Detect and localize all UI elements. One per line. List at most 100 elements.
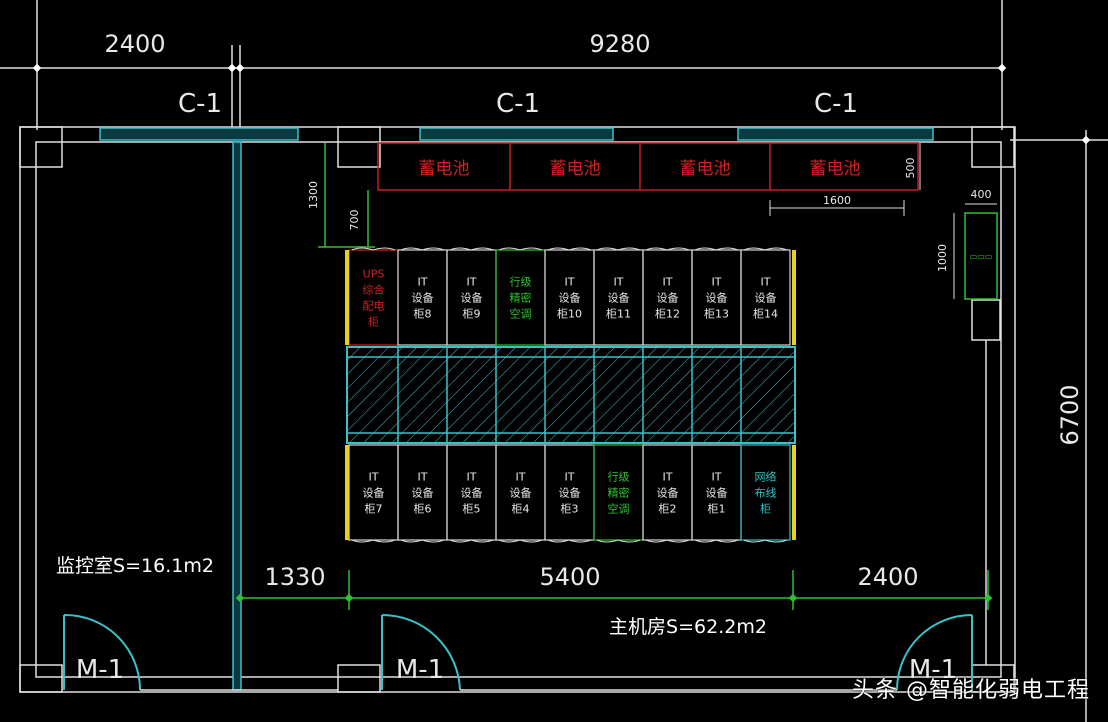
bottom-cabinet-row: IT设备柜7IT设备柜6IT设备柜5IT设备柜4IT设备柜3行级精密空调IT设备…	[348, 444, 791, 543]
dim-battery-depth: 500	[904, 158, 917, 179]
cabinet-label-line: 柜11	[606, 308, 631, 321]
door-label-3: M-1	[909, 655, 957, 685]
cabinet-label-line: 设备	[412, 291, 434, 305]
cabinet-label-line: 柜9	[463, 308, 481, 321]
cold-aisle-dividers	[397, 347, 742, 443]
cabinet-label-line: 设备	[657, 486, 679, 500]
cabinet-label-line: 柜6	[414, 503, 432, 516]
cabinet-label-line: 设备	[412, 486, 434, 500]
bottom-dim-ticks	[235, 593, 993, 603]
doors	[63, 613, 973, 691]
walls	[19, 126, 1016, 693]
dim-rack-offset: 1300	[307, 181, 320, 209]
cabinet-label-line: 柜1	[708, 503, 726, 516]
cabinet-label-line: 精密	[608, 486, 630, 500]
cabinet-label-line: IT	[663, 276, 673, 289]
cabinet-label-line: 精密	[510, 291, 532, 305]
top-cabinet-row: UPS综合配电柜IT设备柜8IT设备柜9行级精密空调IT设备柜10IT设备柜11…	[348, 247, 791, 346]
dim-top-right: 9280	[589, 30, 650, 58]
windows	[99, 127, 934, 141]
dim-battery-width: 1600	[823, 194, 851, 207]
cabinet-label-line: IT	[663, 471, 673, 484]
cabinet-label-line: 设备	[363, 486, 385, 500]
battery-bank	[377, 142, 919, 191]
cabinet-label-line: 设备	[461, 486, 483, 500]
cabinet-label-line: IT	[516, 471, 526, 484]
battery-label-3: 蓄电池	[680, 159, 731, 179]
cabinet-label-line: 布线	[755, 486, 777, 500]
cabinet-label-line: 行级	[608, 471, 630, 484]
cabinet-label-line: 设备	[559, 291, 581, 305]
window-label-1: C-1	[178, 89, 222, 119]
cabinet-label-line: 柜	[368, 316, 379, 329]
cabinet-label-line: IT	[712, 471, 722, 484]
cabinet-label-line: IT	[614, 276, 624, 289]
cabinet-label-line: 柜2	[659, 503, 677, 516]
monitor-room-label: 监控室S=16.1m2	[56, 555, 214, 577]
dim-bottom-1: 1330	[264, 563, 325, 591]
side-cabinet-label: ▭▭▭	[970, 252, 993, 261]
partition-wall	[232, 141, 242, 691]
end-caps	[345, 250, 796, 540]
cabinet-label-line: 行级	[510, 276, 532, 289]
cabinet-label-line: 设备	[559, 486, 581, 500]
dim-bottom-2: 5400	[539, 563, 600, 591]
window-label-2: C-1	[496, 89, 540, 119]
cabinet-label-line: 柜13	[704, 308, 729, 321]
cabinet-label-line: 设备	[461, 291, 483, 305]
cabinet-label-line: 柜7	[365, 503, 383, 516]
cabinet-label-line: 空调	[608, 502, 630, 516]
cabinet-label-line: 柜5	[463, 503, 481, 516]
cabinet-label-line: UPS	[363, 268, 385, 281]
cabinet-label-line: 设备	[510, 486, 532, 500]
battery-label-1: 蓄电池	[419, 159, 470, 179]
cabinet-label-line: 设备	[657, 291, 679, 305]
cabinet-label-line: IT	[369, 471, 379, 484]
watermark: 头条 @智能化弱电工程	[852, 678, 1090, 703]
cabinet-label-line: 柜8	[414, 308, 432, 321]
cabinet-label-line: 设备	[706, 291, 728, 305]
battery-dims	[769, 143, 921, 216]
main-room-label: 主机房S=62.2m2	[609, 616, 767, 638]
cabinet-label-line: 网络	[755, 470, 777, 484]
battery-label-2: 蓄电池	[550, 159, 601, 179]
dim-top-left: 2400	[104, 30, 165, 58]
cabinet-label-line: IT	[565, 276, 575, 289]
dim-right-height: 6700	[1056, 384, 1084, 445]
cabinet-label-line: IT	[712, 276, 722, 289]
cabinet-label-line: IT	[418, 471, 428, 484]
cabinet-label-line: 设备	[755, 291, 777, 305]
cabinet-label-line: 配电	[363, 300, 385, 313]
cabinet-label-line: IT	[418, 276, 428, 289]
window-label-3: C-1	[814, 89, 858, 119]
cabinet-label-line: 柜14	[753, 308, 778, 321]
rack-offset-dims	[318, 143, 375, 248]
dim-cab-height: 1000	[936, 244, 949, 272]
cabinet-label-line: IT	[761, 276, 771, 289]
side-cabinet	[964, 212, 998, 300]
cabinet-label-line: IT	[467, 471, 477, 484]
bottom-dimension-line	[240, 570, 990, 610]
cabinet-label-line: 综合	[363, 283, 385, 297]
cabinet-label-line: 空调	[510, 307, 532, 321]
cabinet-label-line: 柜10	[557, 308, 582, 321]
cabinet-label-line: 设备	[706, 486, 728, 500]
door-label-1: M-1	[76, 655, 124, 685]
